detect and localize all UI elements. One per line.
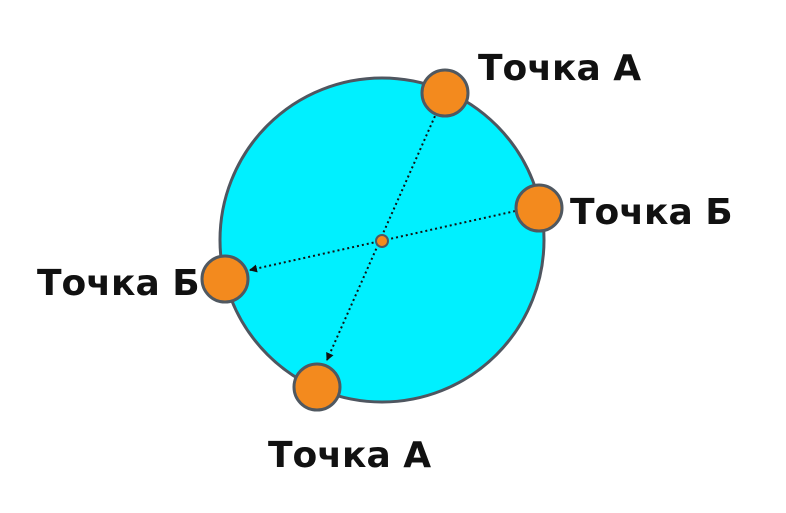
point-b-right xyxy=(514,183,564,233)
point-a-top xyxy=(420,68,470,118)
label-point-b-right: Точка Б xyxy=(570,192,733,233)
label-point-a-bottom: Точка А xyxy=(268,435,431,476)
diameter-line-b xyxy=(249,209,521,273)
diameter-line-a xyxy=(326,106,440,361)
center-point xyxy=(375,234,389,248)
point-b-left xyxy=(200,254,250,304)
label-point-a-top: Точка А xyxy=(478,48,641,89)
label-point-b-left: Точка Б xyxy=(37,263,200,304)
point-a-bottom xyxy=(292,362,342,412)
